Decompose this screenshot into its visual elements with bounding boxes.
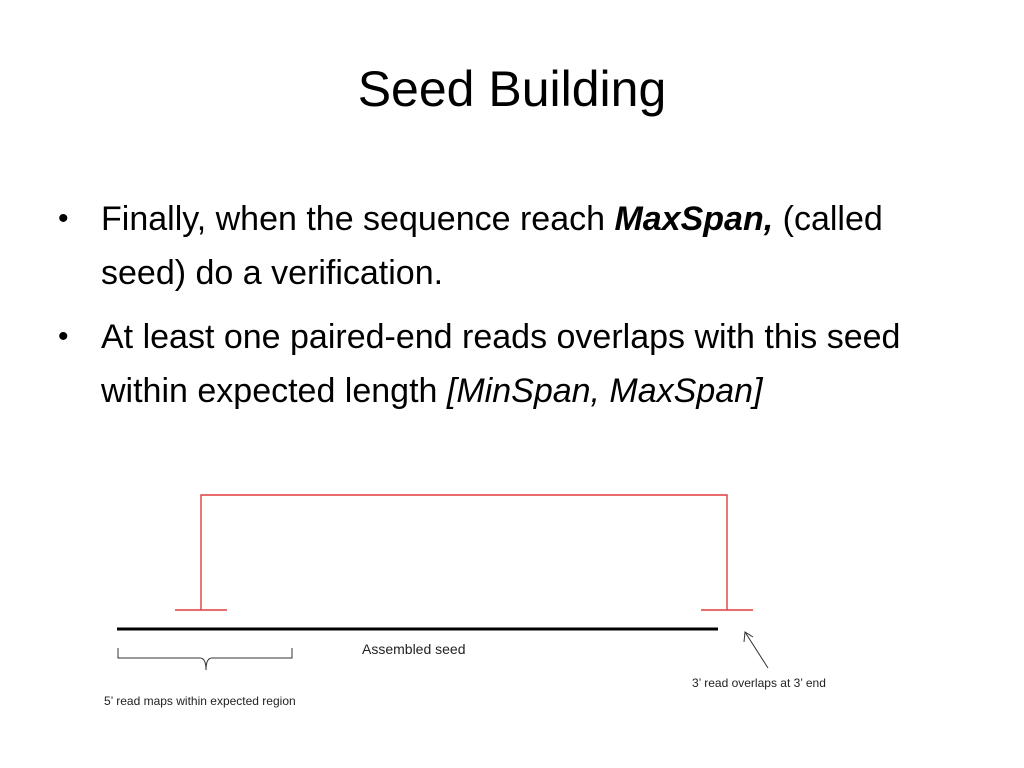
paired-end-link	[200, 494, 728, 610]
bullet-2-emphasis: [MinSpan, MaxSpan]	[446, 372, 763, 410]
three-prime-arrow-shaft	[744, 631, 769, 669]
seed-diagram-svg	[117, 494, 769, 671]
bullet-1-text-after: (called seed) do a verification.	[101, 200, 883, 292]
five-prime-brace	[117, 648, 293, 671]
bullet-list: • Finally, when the sequence reach MaxSp…	[58, 192, 938, 428]
bullet-marker: •	[58, 320, 69, 353]
bullet-item-1: • Finally, when the sequence reach MaxSp…	[58, 192, 938, 300]
three-prime-arrow-head	[743, 631, 754, 643]
bullet-marker: •	[58, 202, 69, 235]
bullet-2-text-before: At least one paired-end reads overlaps w…	[101, 318, 901, 410]
bullet-1-emphasis: MaxSpan,	[614, 200, 774, 238]
slide-title: Seed Building	[357, 61, 667, 117]
seed-diagram: Assembled seed 5’ read maps within expec…	[0, 480, 1024, 720]
three-prime-label: 3’ read overlaps at 3’ end	[692, 676, 826, 690]
five-prime-label: 5’ read maps within expected region	[104, 694, 296, 708]
bullet-item-2: • At least one paired-end reads overlaps…	[58, 310, 938, 418]
assembled-seed-label: Assembled seed	[362, 641, 466, 657]
bullet-1-text-before: Finally, when the sequence reach	[101, 200, 615, 238]
